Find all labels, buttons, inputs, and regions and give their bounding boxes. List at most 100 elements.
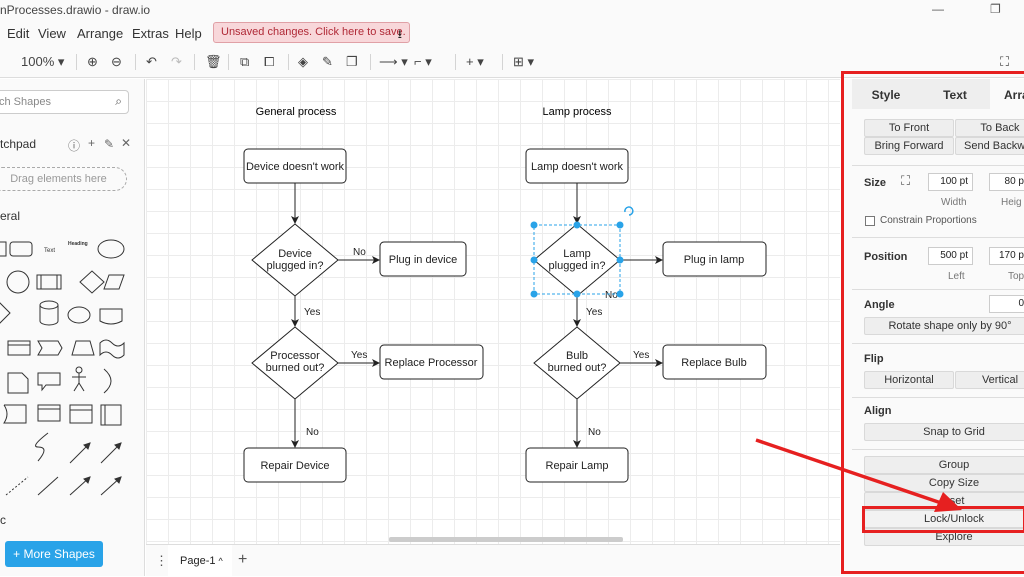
page-name: Page-1 xyxy=(180,555,216,567)
section-divider xyxy=(852,397,1024,398)
edge-label-yes: Yes xyxy=(351,350,367,361)
height-input[interactable]: 80 p xyxy=(989,173,1024,191)
search-icon[interactable]: ⌕ xyxy=(115,94,122,108)
unsaved-label: Unsaved changes. Click here to save. xyxy=(221,26,406,38)
menu-edit[interactable]: Edit xyxy=(7,26,30,41)
to-back-icon[interactable]: ⧠ xyxy=(264,54,275,69)
lock-unlock-button[interactable]: Lock/Unlock xyxy=(864,510,1024,528)
lamp-end-box[interactable] xyxy=(525,447,629,483)
line-color-icon[interactable]: ✎ xyxy=(322,54,333,69)
lamp-decision1-line2: plugged in? xyxy=(549,260,606,272)
top-input[interactable]: 170 p xyxy=(989,247,1024,265)
left-label: Left xyxy=(948,271,965,282)
toolbar-divider xyxy=(502,54,503,70)
lamp-action2-box[interactable] xyxy=(662,344,767,380)
add-page-icon[interactable]: + xyxy=(238,551,248,568)
help-icon[interactable]: ⓘ xyxy=(68,139,81,153)
to-back-button[interactable]: To Back xyxy=(955,119,1024,137)
shadow-icon[interactable]: ❐ xyxy=(346,54,358,69)
lamp-decision2-line2: burned out? xyxy=(548,362,607,374)
download-icon: ⭳ xyxy=(397,27,402,41)
fullscreen-icon[interactable]: ⛶ xyxy=(1000,54,1010,69)
horizontal-scrollbar[interactable] xyxy=(389,537,623,542)
close-icon[interactable]: ✕ xyxy=(121,136,132,150)
scratchpad-drop-area[interactable]: Drag elements here xyxy=(0,167,127,191)
width-input[interactable]: 100 pt xyxy=(928,173,973,191)
tab-arrange[interactable]: Arra xyxy=(990,79,1024,109)
angle-label: Angle xyxy=(864,299,895,311)
general-action2-box[interactable] xyxy=(379,344,484,380)
send-backward-button[interactable]: Send Backwa xyxy=(955,137,1024,155)
lamp-decision1-line1: Lamp xyxy=(563,248,591,260)
add-icon[interactable]: + xyxy=(88,136,96,150)
size-label: Size xyxy=(864,177,887,189)
edge-label-yes: Yes xyxy=(304,307,320,318)
delete-icon[interactable]: 🗑 xyxy=(205,54,222,69)
minimize-icon[interactable]: — xyxy=(932,2,944,16)
connection-icon[interactable]: ⟶ ▾ xyxy=(379,54,408,69)
shape-library-grid[interactable]: Text Heading xyxy=(0,229,145,499)
general-process-title: General process xyxy=(256,106,337,118)
general-section-title[interactable]: eral xyxy=(0,209,21,223)
flip-vertical-button[interactable]: Vertical xyxy=(955,371,1024,389)
tab-style[interactable]: Style xyxy=(852,79,920,109)
redo-icon[interactable]: ↷ xyxy=(171,54,182,69)
zoom-select[interactable]: 100% ▾ xyxy=(21,54,65,69)
top-label: Top xyxy=(1008,271,1024,282)
zoom-value: 100% xyxy=(21,54,55,69)
lamp-action2-label: Replace Bulb xyxy=(681,357,746,369)
zoom-out-icon[interactable]: ⊖ xyxy=(111,54,122,69)
shape-text-label: Text xyxy=(44,248,55,254)
menu-help[interactable]: Help xyxy=(175,26,202,41)
edge-label-no: No xyxy=(588,427,601,438)
more-shapes-button[interactable]: + More Shapes xyxy=(5,541,103,567)
scratchpad-title[interactable]: tchpad xyxy=(0,137,37,151)
undo-icon[interactable]: ↶ xyxy=(146,54,157,69)
bring-forward-button[interactable]: Bring Forward xyxy=(864,137,954,155)
waypoints-icon[interactable]: ⌐ ▾ xyxy=(414,54,432,69)
zoom-in-icon[interactable]: ⊕ xyxy=(87,54,98,69)
rotate-handle-icon[interactable] xyxy=(624,206,634,216)
general-end-box[interactable] xyxy=(243,447,347,483)
toolbar-divider xyxy=(228,54,229,70)
menu-arrange[interactable]: Arrange xyxy=(77,26,124,41)
section-divider xyxy=(852,289,1024,290)
restore-window-icon[interactable]: ❐ xyxy=(990,2,1001,16)
edit-icon[interactable]: ✎ xyxy=(104,137,115,151)
constrain-checkbox[interactable] xyxy=(865,216,875,226)
flip-horizontal-button[interactable]: Horizontal xyxy=(864,371,954,389)
insert-icon[interactable]: + ▾ xyxy=(466,54,484,69)
autosize-icon[interactable]: ⛶ xyxy=(901,173,911,188)
menu-view[interactable]: View xyxy=(38,26,66,41)
general-decision2-line2: burned out? xyxy=(266,362,325,374)
selection-handles[interactable] xyxy=(530,206,634,298)
snap-to-grid-button[interactable]: Snap to Grid xyxy=(864,423,1024,441)
menu-extras[interactable]: Extras xyxy=(132,26,169,41)
general-start-label: Device doesn't work xyxy=(246,161,345,173)
general-decision2-line1: Processor xyxy=(270,350,320,362)
left-input[interactable]: 500 pt xyxy=(928,247,973,265)
toolbar: 100% ▾ ⊕ ⊖ ↶ ↷ 🗑 ⧉ ⧠ ◈ ✎ ❐ ⟶ ▾ ⌐ ▾ + ▾ ⊞… xyxy=(0,46,1024,78)
lamp-action1-box[interactable] xyxy=(662,241,767,277)
pages-menu-icon[interactable]: ⋮ xyxy=(155,553,168,568)
to-front-icon[interactable]: ⧉ xyxy=(240,54,250,69)
shape-heading-label: Heading xyxy=(68,241,88,247)
misc-section-title[interactable]: c xyxy=(0,513,6,527)
angle-input[interactable]: 0 xyxy=(989,295,1024,313)
unsaved-changes-button[interactable]: Unsaved changes. Click here to save. ⭳ xyxy=(213,22,410,43)
rotate-button[interactable]: Rotate shape only by 90° xyxy=(864,317,1024,335)
lamp-action1-label: Plug in lamp xyxy=(684,254,745,266)
edge-label-no: No xyxy=(605,290,618,301)
search-shapes-input[interactable]: ch Shapes ⌕ xyxy=(0,90,129,114)
page-tab[interactable]: Page-1 ^ xyxy=(168,545,232,577)
fill-color-icon[interactable]: ◈ xyxy=(298,54,308,69)
table-icon[interactable]: ⊞ ▾ xyxy=(513,54,535,69)
edge-label-no: No xyxy=(353,247,366,258)
explore-button[interactable]: Explore xyxy=(864,528,1024,546)
diagram-canvas[interactable]: General process Lamp process Device does… xyxy=(146,79,840,544)
to-front-button[interactable]: To Front xyxy=(864,119,954,137)
general-action1-box[interactable] xyxy=(379,241,467,277)
lamp-decision2-line1: Bulb xyxy=(566,350,588,362)
flip-label: Flip xyxy=(864,353,884,365)
tab-text[interactable]: Text xyxy=(920,79,990,109)
